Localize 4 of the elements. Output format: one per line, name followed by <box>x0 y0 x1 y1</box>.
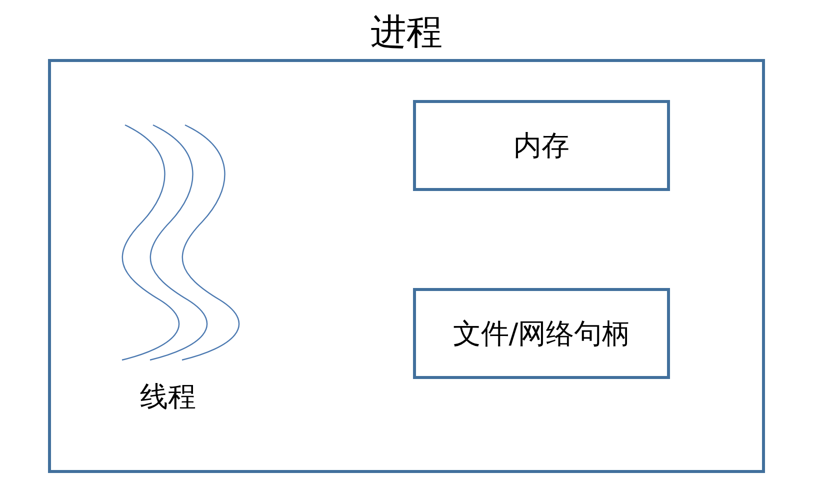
thread-label: 线程 <box>140 379 196 415</box>
process-title: 进程 <box>370 11 442 55</box>
component-box: 文件/网络句柄 <box>413 288 670 379</box>
component-box: 内存 <box>413 100 670 191</box>
